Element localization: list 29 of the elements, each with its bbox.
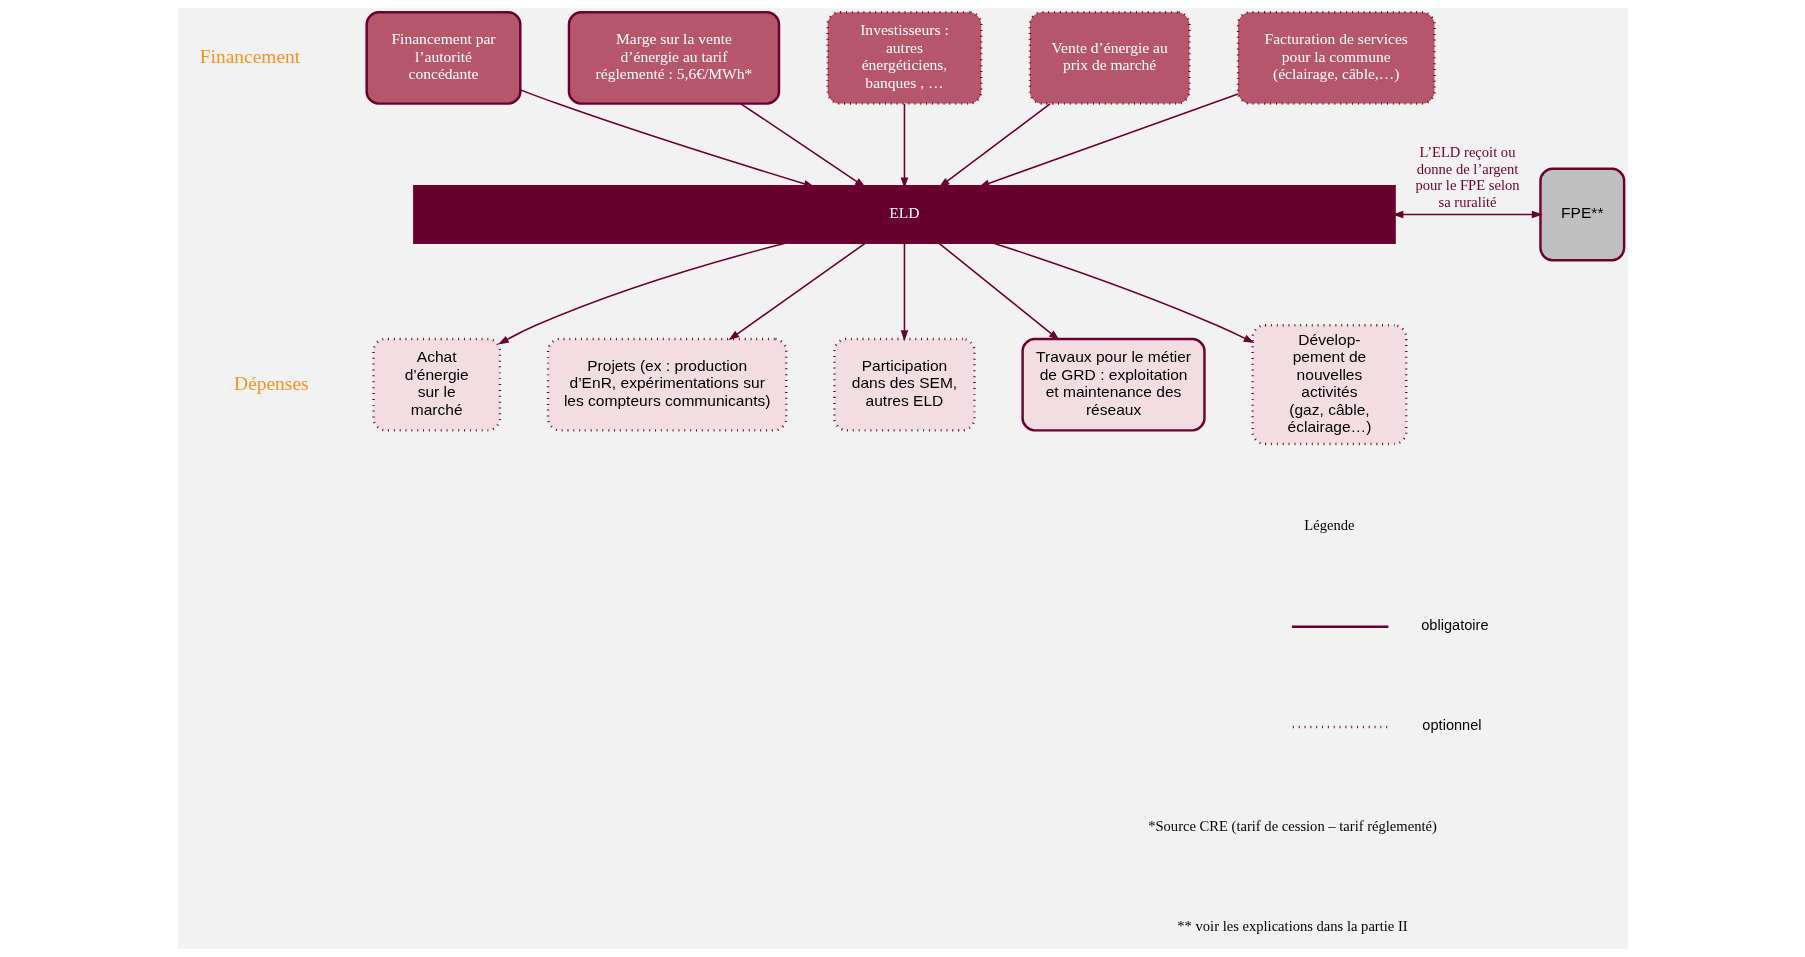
label: *Source CRE (tarif de cession – tarif réglementé) xyxy=(1147,817,1437,834)
legend-label: obligatoire xyxy=(1420,617,1489,634)
legend-label: optionnel xyxy=(1421,717,1482,734)
label: ** voir les explications dans la partie II xyxy=(1176,917,1408,934)
node-box: Projets (ex : production d’EnR, expérimentations sur les compteurs communicants) xyxy=(546,337,787,432)
label: Légende xyxy=(1303,517,1355,534)
node-box: Achat d’énergie sur le marché xyxy=(371,337,501,432)
node-box: Financement par l’autorité concédante xyxy=(364,10,522,105)
arrow xyxy=(739,103,866,188)
node-box: Investisseurs : autres énergéticiens, banques , … xyxy=(825,10,982,105)
arrow xyxy=(900,242,908,342)
node-box: Facturation de services pour la commune (éclairage, câble,…) xyxy=(1236,10,1436,105)
node-box: Participation dans des SEM, autres ELD xyxy=(832,337,976,432)
arrow xyxy=(938,103,1051,188)
arrow xyxy=(990,241,1255,344)
arrow xyxy=(978,93,1239,187)
arrow xyxy=(937,242,1060,341)
arrow xyxy=(727,242,867,341)
node-box: FPE** xyxy=(1538,167,1625,262)
node-box: Dévelop- pement de nouvelles activités (gaz, câble, éclairage…) xyxy=(1250,324,1407,446)
label: Financement xyxy=(199,45,300,67)
node-box: Marge sur la vente d’énergie au tarif réglementé : 5,6€/MWh* xyxy=(567,10,780,105)
node-box: Travaux pour le métier de GRD : exploitation et maintenance des réseaux xyxy=(1020,337,1206,432)
node-box: ELD xyxy=(412,185,1396,244)
arrow xyxy=(497,241,788,345)
node-box: Vente d’énergie au prix de marché xyxy=(1028,10,1191,105)
edge-label: L’ELD reçoit ou donne de l’argent pour le FPE selon sa ruralité xyxy=(1415,144,1520,210)
arrow xyxy=(519,89,815,188)
label: Dépenses xyxy=(233,372,309,394)
